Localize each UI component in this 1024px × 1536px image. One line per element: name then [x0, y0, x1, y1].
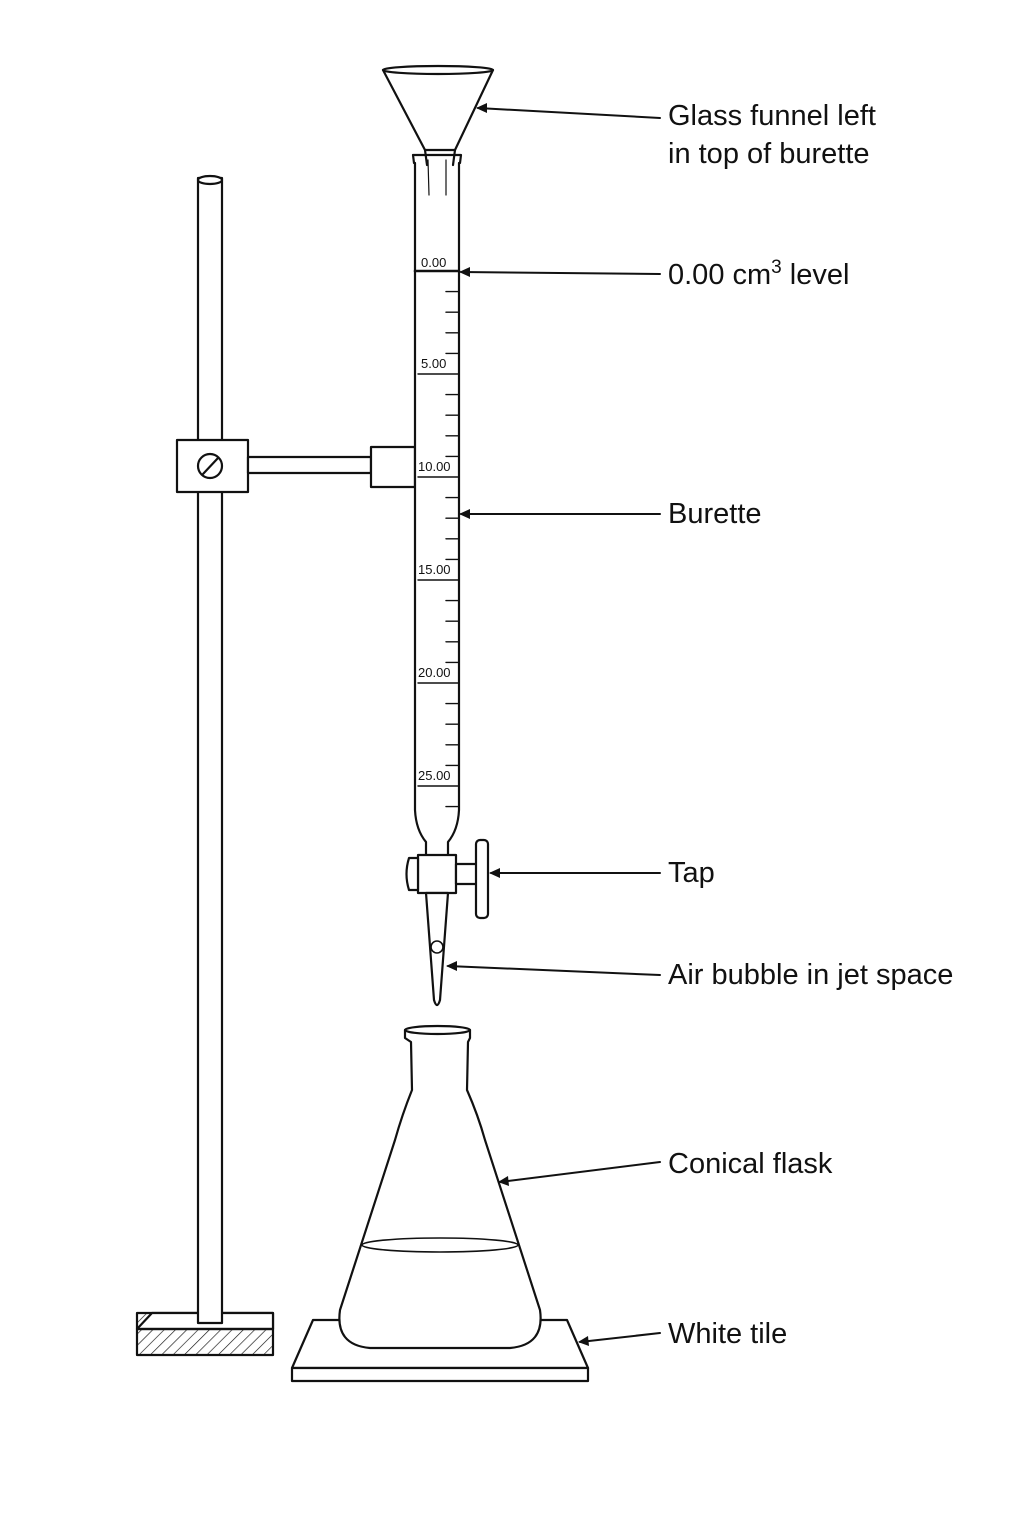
leader-lines — [446, 103, 661, 1346]
scale-label-0: 0.00 — [421, 255, 446, 270]
zero-level-leader — [460, 271, 661, 275]
label-glass-funnel: Glass funnel left in top of burette — [668, 97, 876, 173]
burette-jet — [424, 891, 450, 1007]
burette-tap — [405, 838, 490, 920]
funnel-leader — [477, 107, 661, 119]
scale-label-20: 20.00 — [418, 665, 451, 680]
tap-handle-stem — [454, 862, 480, 886]
air-bubble-leader — [447, 965, 661, 976]
tap-barrel — [416, 853, 458, 895]
clamp-jaw — [369, 445, 417, 489]
scale-label-5: 5.00 — [421, 356, 446, 371]
scale-label-10: 10.00 — [418, 459, 451, 474]
flask-leader — [499, 1161, 661, 1183]
label-zero-level: 0.00 cm3 level — [668, 256, 849, 298]
scale-label-15: 15.00 — [418, 562, 451, 577]
retort-stand — [135, 174, 275, 1357]
label-glass-funnel-line2: in top of burette — [668, 138, 870, 170]
clamp-arm — [246, 455, 373, 475]
glass-funnel — [381, 64, 495, 167]
scale-label-25: 25.00 — [418, 768, 451, 783]
burette-scale-ticks — [417, 270, 459, 808]
boss-head — [175, 438, 250, 494]
conical-flask — [338, 1024, 542, 1350]
label-air-bubble: Air bubble in jet space — [668, 959, 954, 991]
label-glass-funnel-line1: Glass funnel left — [668, 100, 876, 132]
clamp — [175, 438, 417, 494]
label-tap: Tap — [668, 857, 715, 889]
label-zero-level-sup: 3 — [771, 257, 782, 278]
label-zero-level-value: 0.00 cm — [668, 259, 772, 291]
label-conical-flask: Conical flask — [668, 1148, 833, 1180]
label-burette: Burette — [668, 498, 762, 530]
air-bubble — [430, 940, 444, 954]
stand-rod — [196, 176, 224, 1325]
label-zero-level-suffix: level — [781, 259, 850, 291]
burette-scale-labels: 0.00 5.00 10.00 15.00 20.00 25.00 — [418, 255, 451, 783]
label-white-tile: White tile — [668, 1318, 788, 1350]
tap-handle — [474, 838, 490, 920]
tile-leader — [579, 1332, 661, 1343]
boss-screw-icon — [196, 452, 224, 480]
flask-liquid-surface — [361, 1237, 519, 1253]
